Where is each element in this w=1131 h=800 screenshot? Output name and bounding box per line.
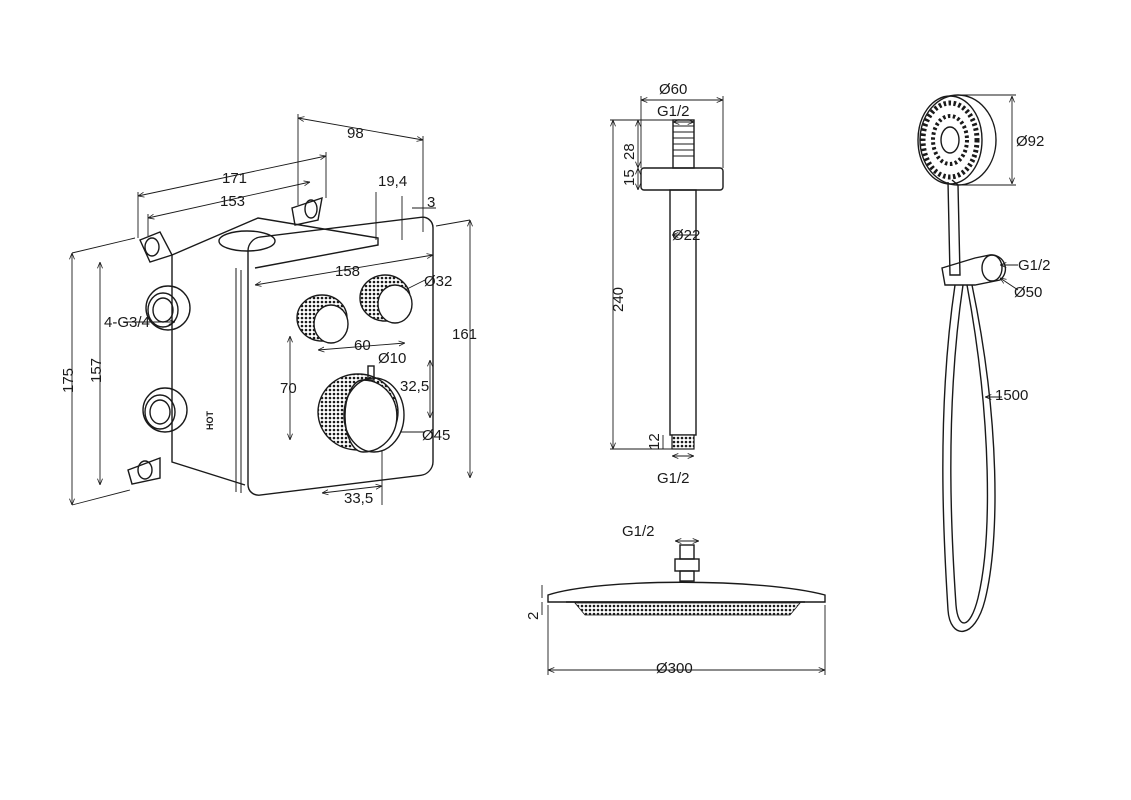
hand-shower-back (919, 94, 997, 186)
thread-g1-2: G1/2 (622, 523, 655, 540)
mounting-ears (127, 196, 323, 485)
dim-28: 28 (621, 143, 638, 160)
valve-box-top (171, 217, 379, 269)
dim-d92: Ø92 (1016, 133, 1044, 150)
dim-157: 157 (88, 358, 105, 383)
valve-box-side (171, 255, 246, 486)
hose (942, 284, 996, 632)
hand-shower: Ø92 G1/2 Ø50 1500 (917, 94, 1051, 632)
dim-175: 175 (60, 368, 77, 393)
dim-d32: Ø32 (424, 273, 452, 290)
valve-top-cap (218, 230, 276, 252)
hand-shower-face (917, 95, 983, 185)
dim-d22: Ø22 (672, 227, 700, 244)
dim-3: 3 (427, 194, 435, 211)
rain-dimensions (541, 541, 826, 675)
dim-240: 240 (610, 287, 627, 312)
thread-top: G1/2 (657, 103, 690, 120)
rain-head-hex (674, 558, 700, 572)
rain-head-body (547, 581, 826, 603)
rain-shower-head: G1/2 2 Ø300 (525, 523, 826, 677)
hand-dimensions (958, 94, 1019, 397)
diverter-knob-left (296, 294, 349, 344)
dim-d60: Ø60 (659, 81, 687, 98)
dim-15: 15 (621, 169, 638, 186)
dim-161: 161 (452, 326, 477, 343)
dim-171: 171 (222, 170, 247, 187)
arm-flange (640, 167, 724, 191)
dim-98: 98 (347, 125, 364, 142)
dim-60: 60 (354, 337, 371, 354)
dim-d300: Ø300 (656, 660, 693, 677)
valve-dimensions (72, 114, 470, 506)
hand-shower-handle (947, 179, 961, 276)
hot-label: HOT (205, 411, 215, 431)
dim-70: 70 (280, 380, 297, 397)
dim-d10: Ø10 (378, 350, 406, 367)
dim-d50: Ø50 (1014, 284, 1042, 301)
arm-dimensions (610, 96, 724, 456)
dim-12: 12 (646, 433, 663, 450)
dim-158: 158 (335, 263, 360, 280)
dim-19-4: 19,4 (378, 173, 407, 190)
hand-shower-nozzles (920, 100, 980, 180)
dim-33-5: 33,5 (344, 490, 373, 507)
rain-head-nozzles (574, 602, 801, 616)
thermostat-knob (317, 365, 405, 453)
hose-length: 1500 (995, 387, 1028, 404)
diverter-knob-right (359, 274, 413, 324)
valve-box: HOT (60, 114, 477, 507)
dim-d45: Ø45 (422, 427, 450, 444)
thread-bottom: G1/2 (657, 470, 690, 487)
dim-4-g3-4: 4-G3/4 (104, 314, 150, 331)
dim-153: 153 (220, 193, 245, 210)
thread-g1-2: G1/2 (1018, 257, 1051, 274)
rain-head-nut (679, 544, 695, 560)
side-inlets (142, 285, 191, 433)
arm-bottom-thread (671, 434, 695, 450)
shower-arm: Ø60 G1/2 28 15 Ø22 240 12 G1/2 (610, 81, 724, 487)
dim-32-5: 32,5 (400, 378, 429, 395)
dim-2: 2 (525, 612, 542, 620)
